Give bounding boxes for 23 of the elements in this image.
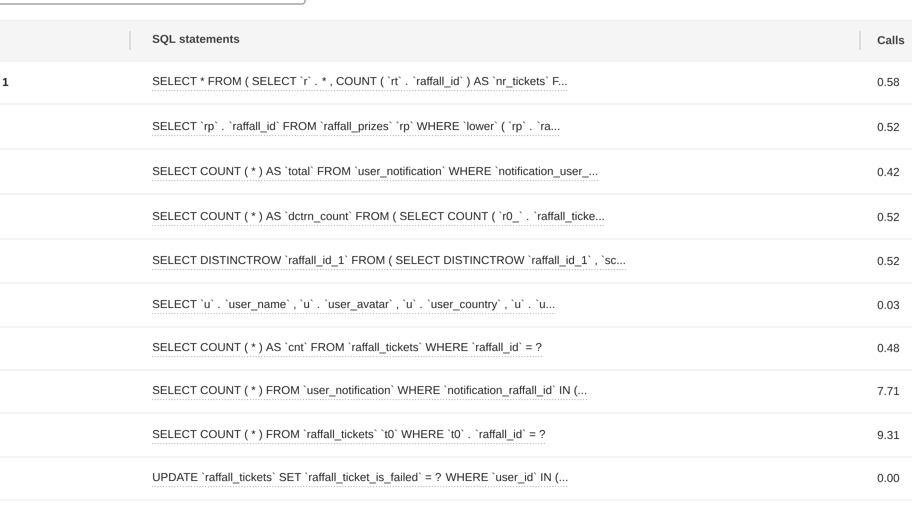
calls-value: 0.48 [878, 344, 900, 352]
sql-statement-link: UPDATE `raffall_tickets` SET `raffall_ticket_is_failed` = ? WHERE `user_id` IN (... [152, 472, 569, 488]
row-number: 1 [2, 78, 8, 86]
sql-statement-link: SELECT COUNT ( * ) AS `dctrn_count` FROM ( SELECT COUNT ( `r0_` . `raffall_ticke... [152, 212, 606, 226]
calls-value: 0.00 [878, 474, 900, 482]
column-header: Calls [878, 36, 904, 44]
calls-value: 9.31 [878, 430, 900, 440]
sql-statement-link: SELECT COUNT ( * ) FROM `user_notification` WHERE `notification_raffall_id` IN (... [152, 386, 588, 400]
calls-value: 0.42 [878, 168, 900, 176]
calls-value: 0.03 [878, 300, 900, 310]
sql-statement-link: SELECT COUNT ( * ) AS `total` FROM `user_notification` WHERE `notification_user_... [152, 166, 599, 182]
sql-statement-link: SELECT `rp` . `raffall_id` FROM `raffall_prizes` `rp` WHERE `lower` ( `rp` . `ra... [152, 122, 561, 136]
calls-value: 0.52 [878, 212, 900, 222]
calls-value: 7.71 [878, 387, 900, 395]
sql-statement-link: SELECT COUNT ( * ) FROM `raffall_tickets` `t0` WHERE `t0` . `raffall_id` = ? [152, 430, 546, 444]
column-header: SQL statements [152, 34, 240, 46]
sql-statement-link: SELECT COUNT ( * ) AS `cnt` FROM `raffall_tickets` WHERE `raffall_id` = ? [152, 342, 542, 358]
calls-value: 0.52 [878, 256, 900, 266]
sql-statement-link: SELECT DISTINCTROW `raffall_id_1` FROM ( SELECT DISTINCTROW `raffall_id_1` , `sc... [152, 256, 626, 270]
calls-value: 0.52 [878, 122, 900, 132]
sql-statement-link: SELECT * FROM ( SELECT `r` . * , COUNT ( `rt` . `raffall_id` ) AS `nr_tickets` F... [152, 76, 568, 92]
sql-statement-link: SELECT `u` . `user_name` , `u` . `user_avatar` , `u` . `user_country` , `u` . `u... [152, 300, 556, 314]
calls-value: 0.58 [878, 78, 900, 86]
